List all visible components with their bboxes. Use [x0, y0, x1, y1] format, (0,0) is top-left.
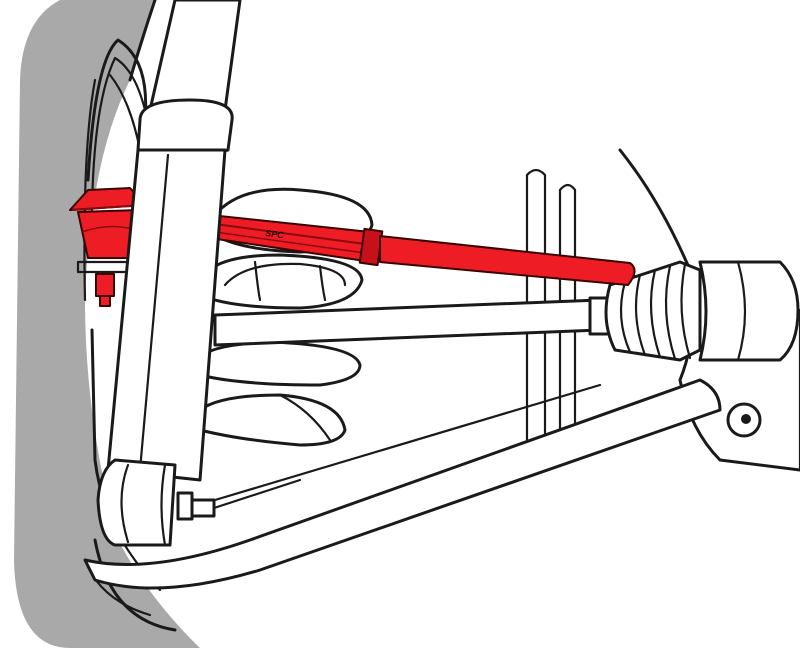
arm-marking: SPC: [265, 228, 285, 240]
lower-control-arm: [83, 378, 722, 590]
strut-lower-mount: [96, 458, 302, 547]
strut: [106, 0, 242, 482]
arm-ball-joint: [69, 187, 146, 307]
adjustable-arm: SPC: [209, 214, 636, 286]
subframe-mount: [726, 402, 762, 438]
tire: [14, 0, 200, 648]
cv-boot: [604, 260, 800, 362]
